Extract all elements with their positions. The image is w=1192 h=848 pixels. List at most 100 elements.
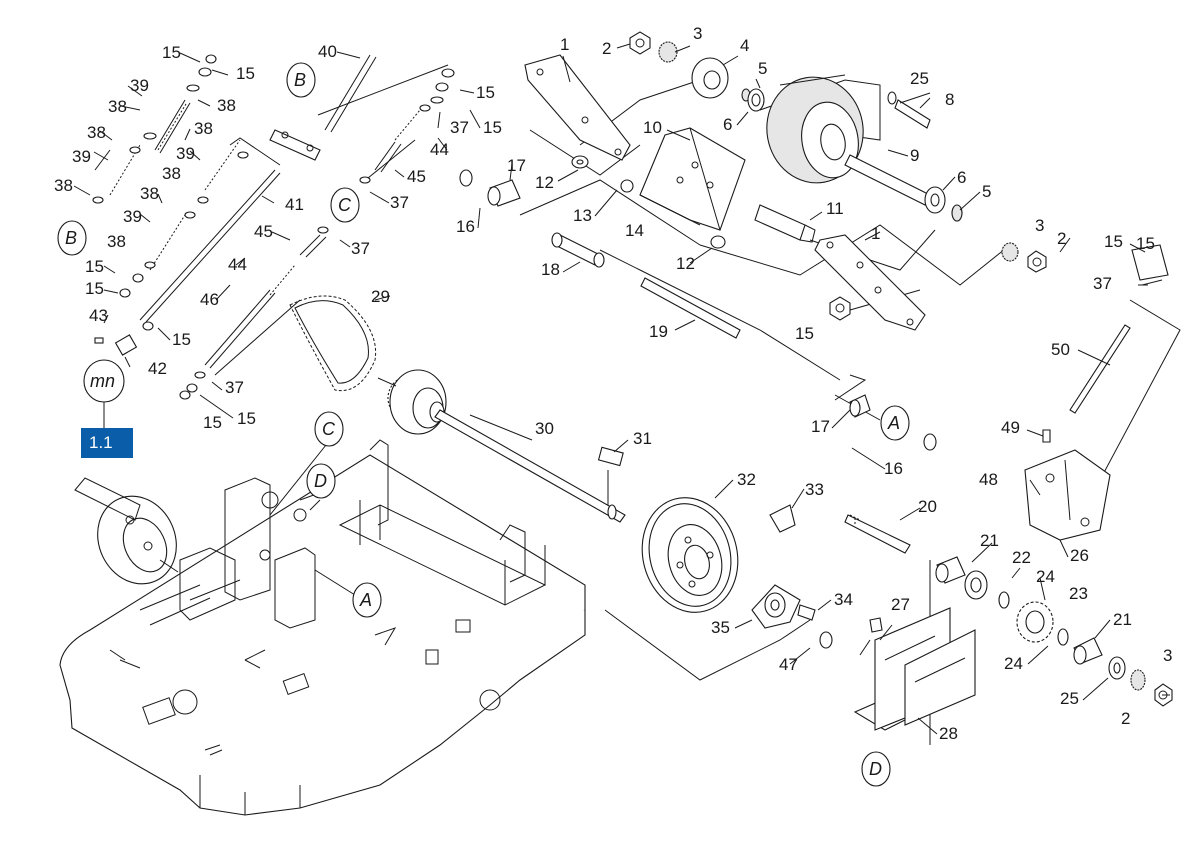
part-label: 32 — [737, 470, 756, 489]
part-label: 16 — [884, 459, 903, 478]
bracket-28 — [853, 607, 976, 731]
svg-text:mn: mn — [90, 371, 115, 391]
part-label: 39 — [72, 147, 91, 166]
part-label: 24 — [1036, 567, 1055, 586]
part-label: 44 — [430, 140, 449, 159]
part-label: 11 — [826, 199, 844, 218]
part-label: 6 — [957, 168, 966, 187]
part-label: 3 — [693, 24, 702, 43]
svg-text:A: A — [359, 590, 372, 610]
part-label: 35 — [711, 618, 730, 637]
part-label: 33 — [805, 480, 824, 499]
svg-text:C: C — [322, 419, 336, 439]
part-label: 44 — [228, 255, 247, 274]
part-label: 16 — [456, 217, 475, 236]
part-label: 15 — [1104, 232, 1123, 251]
svg-text:A: A — [887, 413, 900, 433]
spring-assembly — [92, 54, 455, 400]
block-33 — [769, 504, 796, 533]
part-label: 15 — [236, 64, 255, 83]
part-label: 8 — [945, 90, 954, 109]
part-label: 12 — [676, 254, 695, 273]
part-label: 15 — [483, 118, 502, 137]
part-label: 37 — [225, 378, 244, 397]
part-label: 43 — [89, 306, 108, 325]
part-label: 46 — [200, 290, 219, 309]
right-nuts — [829, 242, 1047, 321]
top-nuts — [629, 31, 931, 129]
part-label: 3 — [1035, 216, 1044, 235]
part-label: 38 — [54, 176, 73, 195]
part-label: 15 — [85, 257, 104, 276]
part-label: 5 — [758, 59, 767, 78]
key-31 — [597, 446, 624, 467]
svg-text:B: B — [65, 228, 77, 248]
part-label: 15 — [172, 330, 191, 349]
part-label: 15 — [476, 83, 495, 102]
part-label: 29 — [371, 287, 390, 306]
part-label: 21 — [980, 531, 999, 550]
part-label: 10 — [643, 118, 662, 137]
ref-circle-d-bottom: D — [861, 751, 891, 787]
ref-circle-b-top: B — [286, 62, 316, 98]
chain-drive — [289, 295, 626, 523]
bearing-35 — [751, 584, 833, 649]
circlip-16b — [923, 433, 937, 451]
part-label: 27 — [891, 595, 910, 614]
part-label: 5 — [982, 182, 991, 201]
part-label: 25 — [910, 69, 929, 88]
ref-circle-c-top: C — [330, 187, 360, 223]
shaft-20 — [844, 514, 911, 554]
part-label: 40 — [318, 42, 337, 61]
part-label: 12 — [535, 173, 554, 192]
front-roller — [74, 477, 179, 585]
part-label: 25 — [1060, 689, 1079, 708]
part-label: 2 — [602, 39, 611, 58]
part-label: 3 — [1163, 646, 1172, 665]
part-label: 18 — [541, 260, 560, 279]
part-label: 37 — [390, 193, 409, 212]
part-label: 37 — [450, 118, 469, 137]
part-label: 2 — [1057, 229, 1066, 248]
bracket-10 — [620, 127, 746, 249]
part-label: 47 — [779, 655, 798, 674]
part-label: 34 — [834, 590, 853, 609]
part-label: 15 — [162, 43, 181, 62]
part-label: 31 — [633, 429, 652, 448]
part-label: 28 — [939, 724, 958, 743]
part-label: 15 — [203, 413, 222, 432]
svg-text:D: D — [314, 471, 327, 491]
sleeves — [487, 179, 871, 418]
section-tag: 1.1 — [81, 428, 133, 458]
label-ticks — [73, 43, 1170, 735]
part-label: 49 — [1001, 418, 1020, 437]
part-label: 38 — [217, 96, 236, 115]
part-label: 20 — [918, 497, 937, 516]
part-label: 38 — [107, 232, 126, 251]
part-label: 38 — [140, 184, 159, 203]
part-label: 15 — [237, 409, 256, 428]
part-label: 39 — [130, 76, 149, 95]
part-label: 17 — [507, 156, 526, 175]
ref-circle-mn: mn — [83, 359, 125, 428]
part-label: 41 — [285, 195, 304, 214]
part-label: 26 — [1070, 546, 1089, 565]
part-label: 37 — [351, 239, 370, 258]
part-label: 42 — [148, 359, 167, 378]
part-label: 45 — [254, 222, 273, 241]
bracket-lower — [814, 234, 926, 331]
part-label: 21 — [1113, 610, 1132, 629]
part-label: 15 — [1136, 234, 1155, 253]
part-label: 30 — [535, 419, 554, 438]
chassis-frame — [59, 439, 586, 816]
wheel-32 — [641, 497, 739, 613]
shaft-11 — [754, 204, 816, 243]
part-label: 37 — [1093, 274, 1112, 293]
part-number-labels: 15 15 15 15 15 15 15 15 15 15 15 15 39 3… — [54, 24, 1172, 743]
part-label: 14 — [625, 221, 644, 240]
svg-text:B: B — [294, 70, 306, 90]
part-label: 17 — [811, 417, 830, 436]
shaft-parts-right — [935, 556, 1173, 707]
ref-circle-a-right: A — [880, 405, 910, 441]
